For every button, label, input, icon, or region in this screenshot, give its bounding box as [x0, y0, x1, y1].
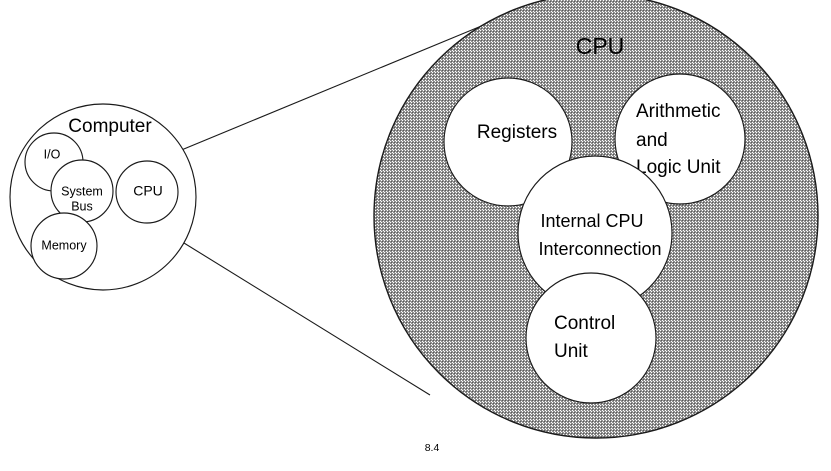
alu-circle	[614, 73, 746, 205]
zoom-connector-top	[149, 9, 521, 164]
alu-label-line1: Arithmetic	[636, 101, 720, 122]
control-unit-circle	[525, 272, 657, 404]
computer-title: Computer	[68, 116, 152, 137]
cpu-detail-group: CPU Registers Arithmetic and Logic Unit …	[373, 0, 819, 439]
interconnection-label-line1: Internal CPU	[540, 211, 643, 231]
system-bus-label-line2: Bus	[71, 199, 93, 213]
memory-circle	[30, 212, 98, 280]
memory-label: Memory	[41, 238, 87, 252]
control-unit-label-line1: Control	[554, 313, 615, 334]
control-unit-label-line2: Unit	[554, 341, 589, 362]
alu-label-line3: Logic Unit	[636, 157, 721, 178]
zoom-connector-bottom	[149, 221, 431, 396]
cpu-small-label: CPU	[133, 183, 163, 199]
interconnection-label-line2: Interconnection	[538, 239, 661, 259]
cpu-big-title: CPU	[576, 33, 625, 59]
computer-overview-group: Computer I/O System Bus CPU Memory	[9, 103, 197, 291]
registers-circle	[443, 77, 573, 207]
io-label: I/O	[44, 147, 61, 161]
cpu-small-circle	[115, 160, 179, 224]
figure-number: 8.4	[425, 442, 440, 454]
system-bus-label-line1: System	[61, 184, 103, 198]
registers-label: Registers	[477, 122, 557, 143]
alu-label-line2: and	[636, 130, 668, 151]
